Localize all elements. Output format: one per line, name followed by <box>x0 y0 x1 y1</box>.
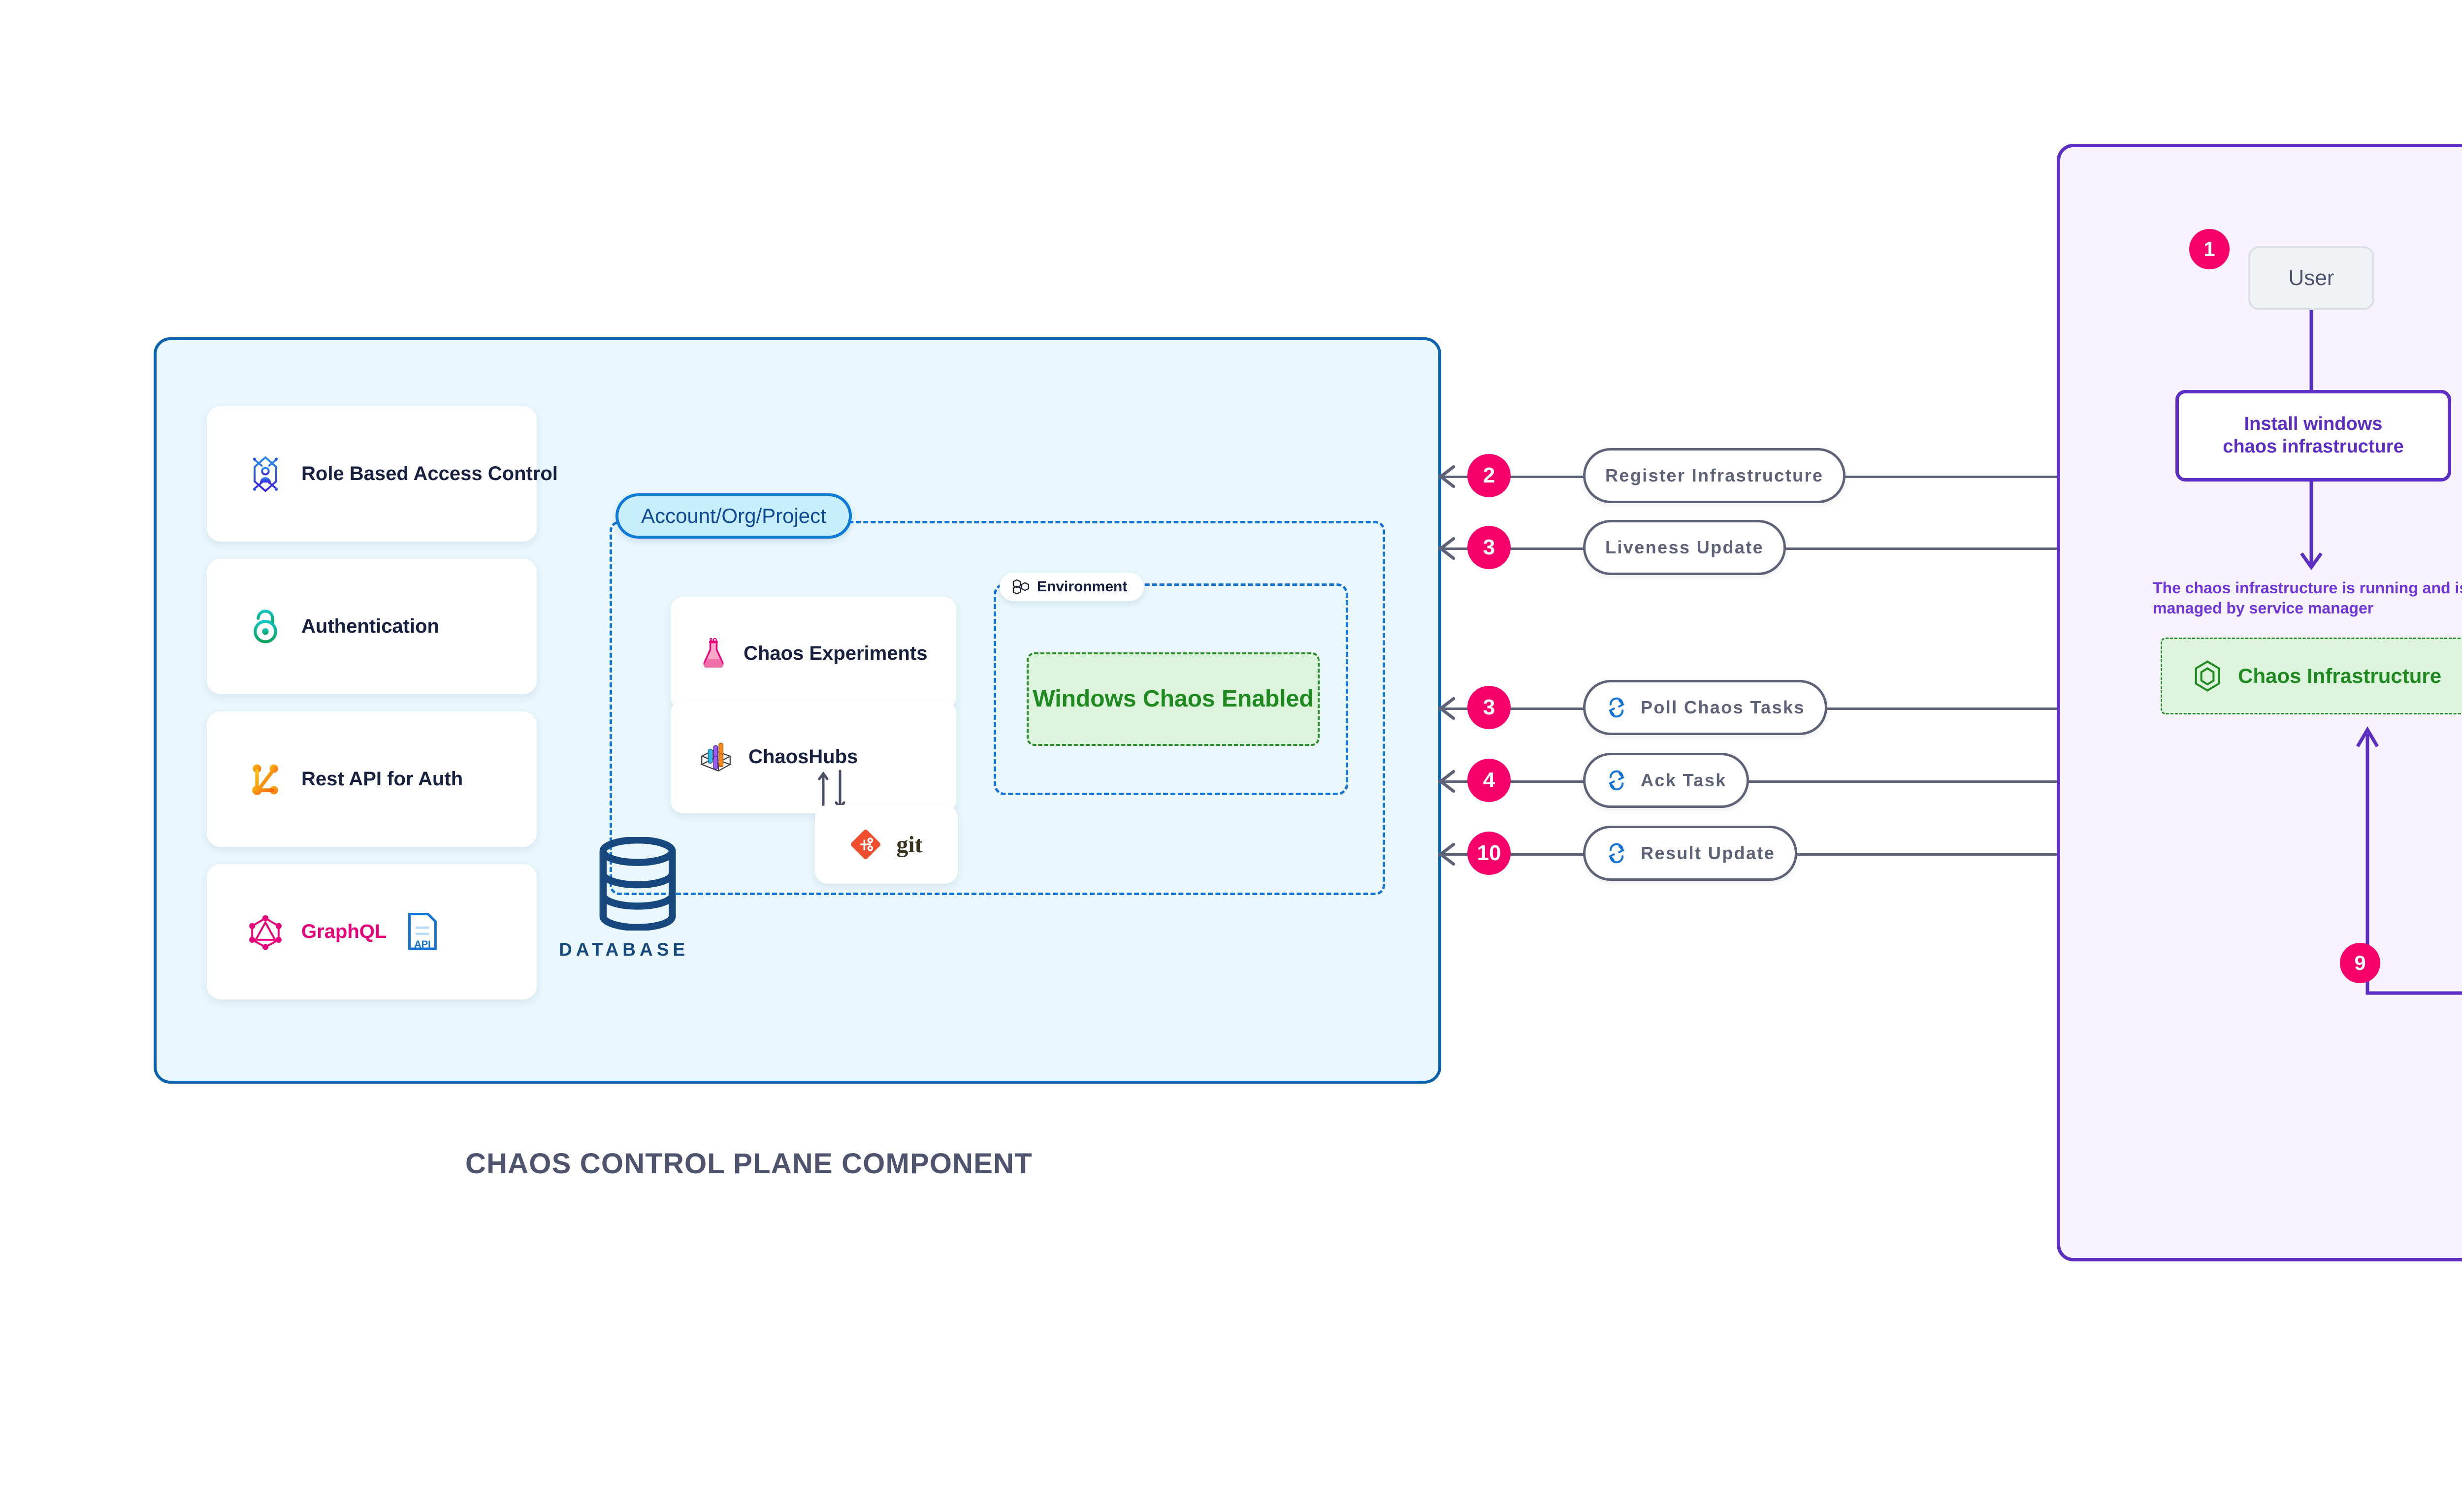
database-cylinder-icon <box>599 837 676 931</box>
arrow-left-icon <box>1438 697 1456 720</box>
step-badge: 4 <box>1467 759 1511 802</box>
control-plane-title: CHAOS CONTROL PLANE COMPONENT <box>465 1148 1033 1180</box>
scope-card-git[interactable]: git <box>815 805 958 884</box>
step-badge: 2 <box>1467 454 1511 497</box>
scope-card-label: Chaos Experiments <box>744 642 928 664</box>
windows-chaos-status: Windows Chaos Enabled <box>1027 652 1320 746</box>
node-chaos-infrastructure[interactable]: Chaos Infrastructure <box>2161 638 2462 714</box>
connector-pill-result-update[interactable]: Result Update <box>1583 826 1798 881</box>
api-doc-icon: API <box>408 912 437 950</box>
scope-card-label: git <box>896 831 923 858</box>
rbac-icon <box>253 455 278 492</box>
test-tube-rack-icon <box>700 742 732 772</box>
account-org-project-region <box>610 521 1385 895</box>
connector-label: Poll Chaos Tasks <box>1641 697 1805 717</box>
hexagon-infra-icon <box>2195 660 2220 692</box>
environment-pill-label: Environment <box>1037 579 1128 595</box>
service-card-label: Role Based Access Control <box>301 463 558 484</box>
connector-pill-ack-task[interactable]: Ack Task <box>1583 753 1749 808</box>
service-card-rbac[interactable]: Role Based Access Control <box>207 406 558 542</box>
note-chaos-infrastructure-running: The chaos infrastructure is running and … <box>2153 579 2462 617</box>
connector-pill-poll-chaos-tasks[interactable]: Poll Chaos Tasks <box>1583 680 1827 735</box>
service-card-graphql[interactable]: GraphQL API <box>207 864 537 999</box>
rest-api-icon <box>252 764 278 795</box>
node-install-windows-chaos-infrastructure[interactable]: Install windows chaos infrastructure <box>2175 390 2451 482</box>
scope-card-chaoshubs[interactable]: ChaosHubs <box>671 700 956 813</box>
connector-label: Register Infrastructure <box>1605 465 1824 485</box>
environment-region <box>994 583 1348 795</box>
step-badge-9: 9 <box>2340 943 2380 983</box>
service-card-rest-api[interactable]: Rest API for Auth <box>207 711 537 847</box>
service-card-label: Rest API for Auth <box>301 768 463 790</box>
connector-pill-register-infrastructure[interactable]: Register Infrastructure <box>1583 448 1846 503</box>
scope-card-chaos-experiments[interactable]: Chaos Experiments <box>671 597 956 710</box>
sync-icon <box>1608 697 1625 718</box>
connector-label: Ack Task <box>1641 770 1727 790</box>
service-card-authentication[interactable]: Authentication <box>207 559 537 694</box>
connector-label: Result Update <box>1641 843 1776 863</box>
graphql-icon <box>249 915 282 950</box>
environment-pill[interactable]: Environment <box>1000 573 1144 601</box>
node-user[interactable]: User <box>2248 246 2374 310</box>
sync-icon <box>1608 770 1625 791</box>
authentication-lock-icon <box>254 609 277 643</box>
arrow-left-icon <box>1438 537 1456 560</box>
arrow-left-icon <box>1438 465 1456 488</box>
arrow-left-icon <box>1438 842 1456 866</box>
database-label: DATABASE <box>559 939 689 960</box>
service-card-label: Authentication <box>301 615 439 637</box>
account-org-project-pill[interactable]: Account/Org/Project <box>616 493 852 539</box>
step-badge: 10 <box>1467 832 1511 875</box>
arrow-left-icon <box>1438 770 1456 793</box>
connector-pill-liveness-update[interactable]: Liveness Update <box>1583 520 1786 575</box>
step-badge: 3 <box>1467 686 1511 729</box>
flask-icon <box>703 638 724 668</box>
sync-icon <box>1608 843 1625 864</box>
scope-card-label: ChaosHubs <box>748 745 858 768</box>
node-chaos-infrastructure-label: Chaos Infrastructure <box>2238 664 2442 687</box>
git-icon <box>851 830 881 859</box>
step-badge-1: 1 <box>2189 229 2230 269</box>
step-badge: 3 <box>1467 526 1511 569</box>
connector-label: Liveness Update <box>1605 537 1764 557</box>
hexagon-cluster-icon <box>1012 579 1029 595</box>
svg-text:API: API <box>415 939 431 950</box>
service-card-label: GraphQL <box>301 921 387 942</box>
